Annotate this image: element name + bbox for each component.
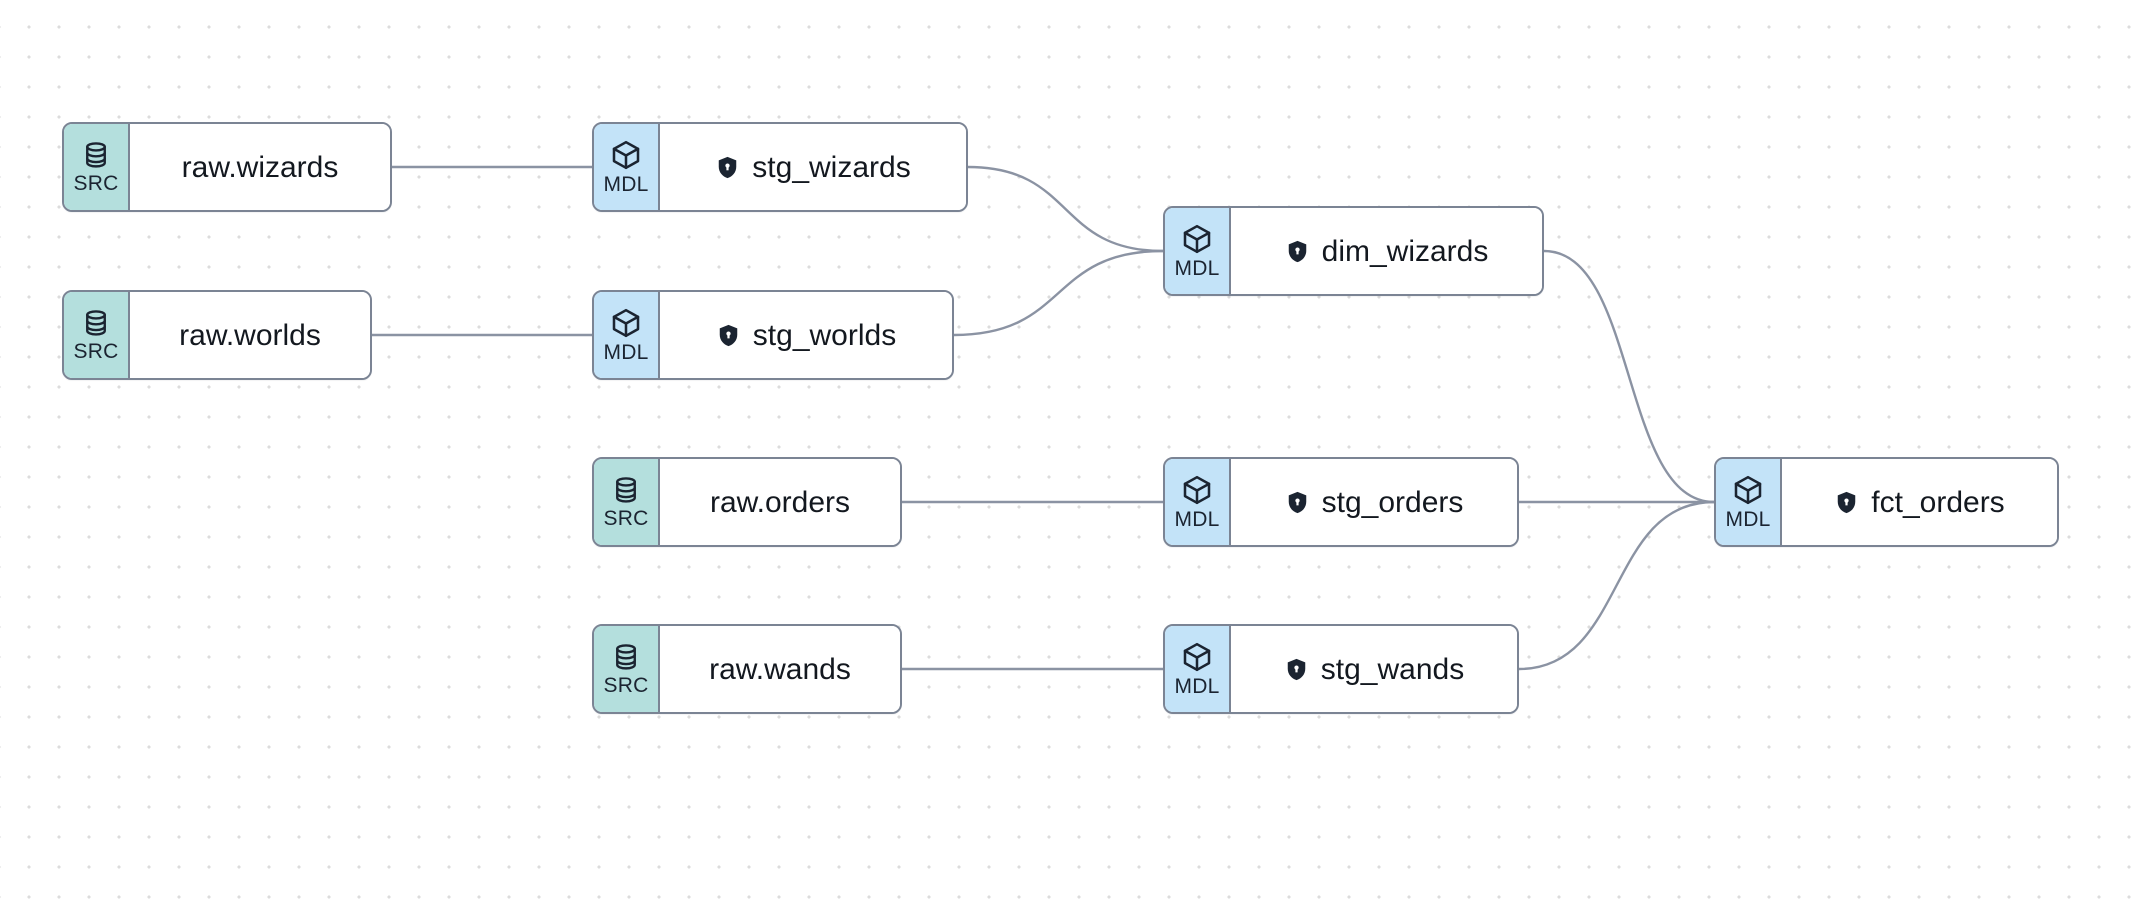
shield-lock-icon bbox=[715, 155, 740, 180]
database-icon bbox=[611, 475, 641, 505]
node-type-label: SRC bbox=[73, 172, 119, 195]
node-type-label: MDL bbox=[1174, 257, 1220, 280]
shield-lock-icon bbox=[1834, 490, 1859, 515]
lineage-edge-stg_worlds-to-dim_wizards bbox=[952, 249, 1165, 337]
database-icon bbox=[611, 642, 641, 672]
cube-icon bbox=[1181, 474, 1213, 506]
cube-icon bbox=[1732, 474, 1764, 506]
node-body: fct_orders bbox=[1782, 459, 2057, 545]
node-type-badge-src: SRC bbox=[594, 626, 660, 712]
shield-lock-icon bbox=[1284, 657, 1309, 682]
node-type-label: MDL bbox=[603, 341, 649, 364]
cube-icon bbox=[610, 307, 642, 339]
cube-icon bbox=[610, 139, 642, 171]
node-type-badge-mdl: MDL bbox=[594, 124, 660, 210]
node-type-badge-mdl: MDL bbox=[1165, 459, 1231, 545]
lineage-node-raw_orders[interactable]: SRC raw.orders bbox=[592, 457, 902, 547]
node-type-label: MDL bbox=[603, 173, 649, 196]
node-label: fct_orders bbox=[1871, 485, 2005, 519]
node-type-badge-src: SRC bbox=[594, 459, 660, 545]
node-body: raw.orders bbox=[660, 459, 900, 545]
node-type-badge-mdl: MDL bbox=[594, 292, 660, 378]
node-body: stg_orders bbox=[1231, 459, 1517, 545]
node-type-label: MDL bbox=[1174, 508, 1220, 531]
node-body: stg_worlds bbox=[660, 292, 952, 378]
node-type-badge-src: SRC bbox=[64, 124, 130, 210]
node-type-label: SRC bbox=[603, 507, 649, 530]
database-icon bbox=[81, 140, 111, 170]
cube-icon bbox=[1181, 223, 1213, 255]
lineage-node-dim_wizards[interactable]: MDL dim_wizards bbox=[1163, 206, 1544, 296]
shield-lock-icon bbox=[1285, 490, 1310, 515]
node-body: raw.wands bbox=[660, 626, 900, 712]
lineage-node-stg_wands[interactable]: MDL stg_wands bbox=[1163, 624, 1519, 714]
node-label: raw.orders bbox=[709, 485, 851, 519]
node-body: raw.worlds bbox=[130, 292, 370, 378]
lineage-edge-stg_wizards-to-dim_wizards bbox=[966, 165, 1165, 253]
node-body: stg_wands bbox=[1231, 626, 1517, 712]
node-label: raw.wizards bbox=[181, 150, 339, 184]
lineage-node-raw_wands[interactable]: SRC raw.wands bbox=[592, 624, 902, 714]
database-icon bbox=[81, 308, 111, 338]
node-type-badge-src: SRC bbox=[64, 292, 130, 378]
node-type-badge-mdl: MDL bbox=[1165, 208, 1231, 294]
shield-lock-icon bbox=[716, 323, 741, 348]
lineage-node-raw_worlds[interactable]: SRC raw.worlds bbox=[62, 290, 372, 380]
node-body: stg_wizards bbox=[660, 124, 966, 210]
node-body: dim_wizards bbox=[1231, 208, 1542, 294]
node-label: stg_worlds bbox=[752, 318, 897, 352]
node-label: raw.wands bbox=[709, 652, 851, 686]
node-type-label: SRC bbox=[73, 340, 119, 363]
node-label: dim_wizards bbox=[1321, 234, 1489, 268]
node-type-label: SRC bbox=[603, 674, 649, 697]
lineage-node-stg_orders[interactable]: MDL stg_orders bbox=[1163, 457, 1519, 547]
node-body: raw.wizards bbox=[130, 124, 390, 210]
lineage-node-fct_orders[interactable]: MDL fct_orders bbox=[1714, 457, 2059, 547]
node-label: raw.worlds bbox=[179, 318, 321, 352]
shield-lock-icon bbox=[1285, 239, 1310, 264]
node-label: stg_wizards bbox=[752, 150, 911, 184]
lineage-edge-dim_wizards-to-fct_orders bbox=[1542, 249, 1716, 504]
lineage-node-stg_wizards[interactable]: MDL stg_wizards bbox=[592, 122, 968, 212]
node-type-label: MDL bbox=[1174, 675, 1220, 698]
node-type-badge-mdl: MDL bbox=[1165, 626, 1231, 712]
node-type-label: MDL bbox=[1725, 508, 1771, 531]
node-label: stg_wands bbox=[1320, 652, 1465, 686]
lineage-node-raw_wizards[interactable]: SRC raw.wizards bbox=[62, 122, 392, 212]
node-type-badge-mdl: MDL bbox=[1716, 459, 1782, 545]
node-label: stg_orders bbox=[1321, 485, 1464, 519]
lineage-edge-stg_wands-to-fct_orders bbox=[1517, 500, 1716, 671]
cube-icon bbox=[1181, 641, 1213, 673]
lineage-node-stg_worlds[interactable]: MDL stg_worlds bbox=[592, 290, 954, 380]
